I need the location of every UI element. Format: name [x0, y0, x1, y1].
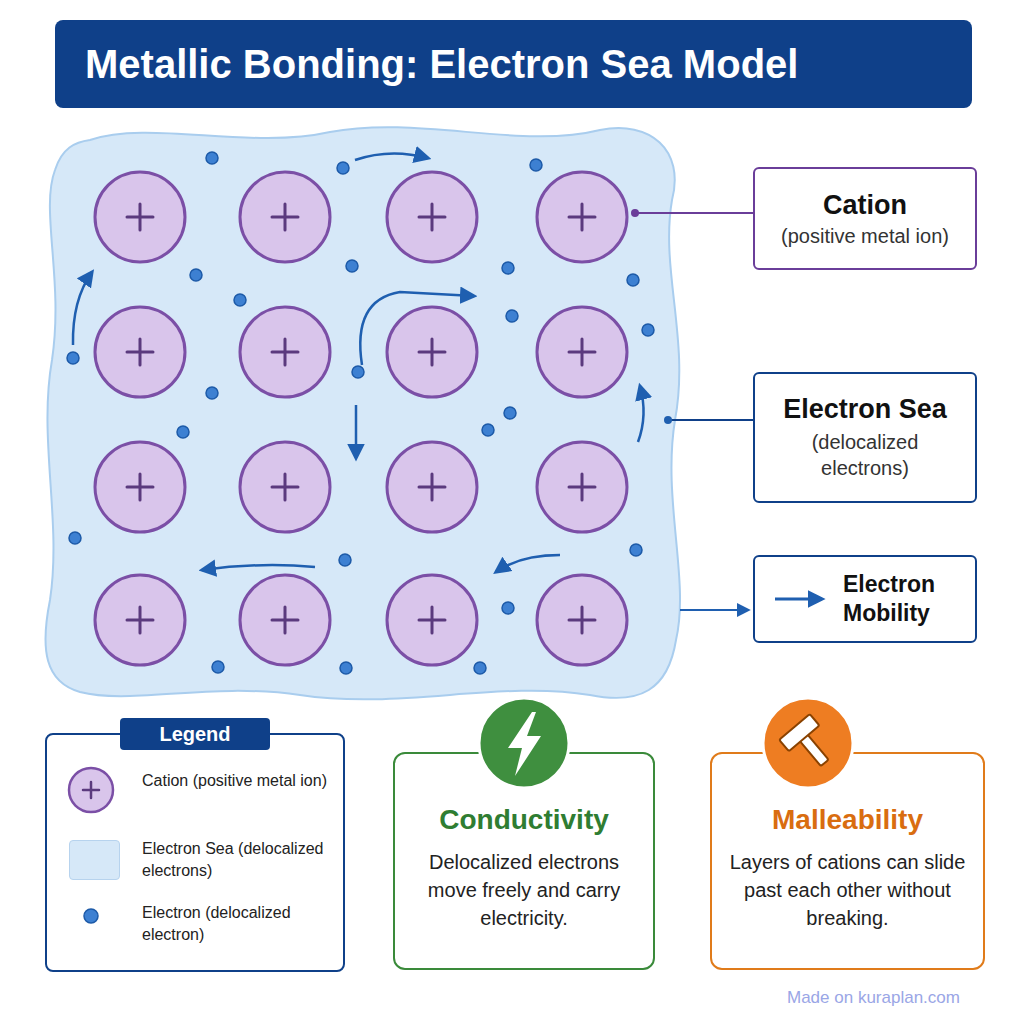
electron	[346, 260, 358, 272]
electron	[506, 310, 518, 322]
legend-cation-sample	[69, 768, 113, 812]
node-body: Layers of cations can slide past each ot…	[712, 848, 983, 932]
leader-arrow	[680, 609, 748, 611]
lightning-symbol	[508, 712, 541, 776]
node-body: Delocalized electrons move freely and ca…	[395, 848, 653, 932]
conductivity-icon	[479, 698, 569, 788]
electron	[206, 152, 218, 164]
electron	[340, 662, 352, 674]
electron	[212, 661, 224, 673]
leader-dot	[631, 209, 639, 217]
electron	[67, 352, 79, 364]
plus-symbol	[127, 204, 595, 230]
electron	[502, 262, 514, 274]
legend-text: Cation (positive metal ion)	[142, 770, 332, 792]
plus-symbol	[127, 607, 595, 633]
electron	[190, 269, 202, 281]
node-heading: Cation	[823, 190, 907, 221]
electron	[352, 366, 364, 378]
electron	[482, 424, 494, 436]
property-card: ConductivityDelocalized electrons move f…	[393, 752, 655, 970]
node-heading: Electron Sea	[783, 394, 947, 425]
electron	[627, 274, 639, 286]
plus-symbol	[127, 474, 595, 500]
node-heading: Conductivity	[439, 804, 609, 836]
electron	[339, 554, 351, 566]
legend-text: Electron Sea (delocalized electrons)	[142, 838, 332, 881]
legend-box: LegendCation (positive metal ion)Electro…	[45, 733, 345, 972]
electron	[504, 407, 516, 419]
callout-box: Electron Mobility	[753, 555, 977, 643]
leader-line	[668, 419, 754, 421]
title-banner: Metallic Bonding: Electron Sea Model	[55, 20, 972, 108]
mobility-icon	[775, 598, 822, 601]
node-body: (delocalized electrons)	[773, 429, 957, 481]
electron	[630, 544, 642, 556]
hammer-head	[779, 714, 819, 751]
callout-box: Electron Sea (delocalized electrons)	[753, 372, 977, 503]
legend-swatch	[69, 840, 120, 880]
electron	[502, 602, 514, 614]
node-heading: Legend	[120, 718, 270, 750]
electron	[206, 387, 218, 399]
title-text: Metallic Bonding: Electron Sea Model	[55, 20, 972, 108]
hammer-handle	[799, 734, 829, 766]
mobility-arrow	[355, 153, 428, 160]
mobility-arrow	[638, 386, 644, 442]
legend-plus-symbol	[83, 782, 99, 798]
electron	[177, 426, 189, 438]
plus-symbol	[127, 339, 595, 365]
electron	[642, 324, 654, 336]
electron-sea	[45, 127, 680, 699]
electron	[474, 662, 486, 674]
mobility-arrow	[73, 272, 92, 345]
mobility-arrow	[355, 405, 358, 458]
node-body: (positive metal ion)	[781, 225, 949, 248]
electron	[337, 162, 349, 174]
electron	[234, 294, 246, 306]
mobility-arrow	[202, 565, 315, 570]
malleability-icon	[763, 698, 853, 788]
electron	[69, 532, 81, 544]
property-card: MalleabilityLayers of cations can slide …	[710, 752, 985, 970]
legend-text: Electron (delocalized electron)	[142, 902, 332, 945]
node-heading: Electron Mobility	[843, 570, 958, 628]
legend-electron-sample	[84, 909, 98, 923]
leader-line	[635, 212, 754, 214]
leader-dot	[664, 416, 672, 424]
mobility-arrow	[496, 555, 560, 572]
watermark: Made on kuraplan.com	[787, 988, 960, 1008]
node-heading: Malleability	[772, 804, 923, 836]
electron	[530, 159, 542, 171]
callout-box: Cation (positive metal ion)	[753, 167, 977, 270]
